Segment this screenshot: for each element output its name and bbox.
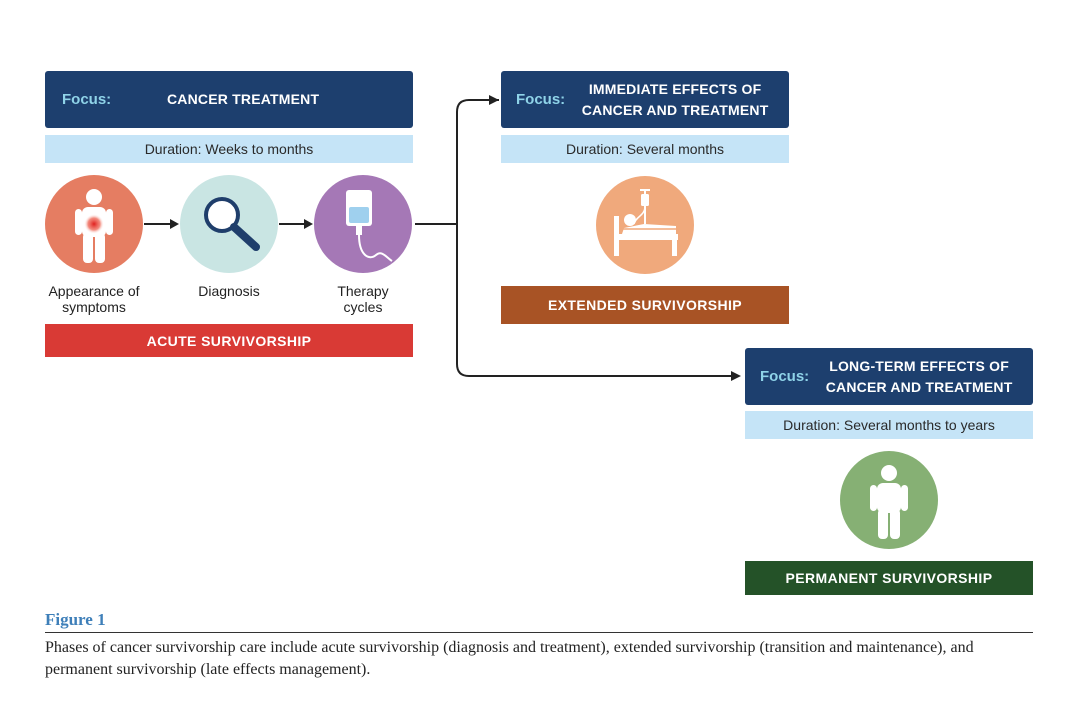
extended-focus-text: IMMEDIATE EFFECTS OF CANCER AND TREATMEN… (581, 80, 769, 118)
acute-focus-box: Focus: CANCER TREATMENT (45, 71, 413, 128)
permanent-circle (840, 451, 938, 549)
magnifier-icon (204, 197, 260, 251)
extended-survivorship-band: EXTENDED SURVIVORSHIP (501, 286, 789, 324)
caption-divider (45, 632, 1033, 633)
extended-duration: Duration: Several months (501, 135, 789, 163)
symptoms-label: Appearance of symptoms (48, 283, 140, 315)
permanent-focus-text: LONG-TERM EFFECTS OF CANCER AND TREATMEN… (825, 357, 1013, 395)
diagnosis-label: Diagnosis (198, 283, 260, 299)
diagnosis-circle (180, 175, 278, 273)
acute-focus-label: Focus: (62, 91, 112, 108)
figure-title: Figure 1 (45, 610, 106, 629)
permanent-focus-label: Focus: (760, 368, 810, 385)
arrow-symptoms-diagnosis (144, 219, 179, 229)
acute-duration: Duration: Weeks to months (45, 135, 413, 163)
therapy-circle (314, 175, 412, 273)
extended-focus-label: Focus: (516, 91, 566, 108)
figure-caption: Phases of cancer survivorship care inclu… (45, 639, 974, 678)
person-icon (870, 465, 908, 539)
extended-circle (596, 176, 694, 274)
arrow-diagnosis-therapy (279, 219, 313, 229)
acute-survivorship-band: ACUTE SURVIVORSHIP (45, 324, 413, 357)
symptoms-circle (45, 175, 143, 273)
permanent-duration: Duration: Several months to years (745, 411, 1033, 439)
permanent-focus-box: Focus: LONG-TERM EFFECTS OF CANCER AND T… (745, 348, 1033, 405)
permanent-survivorship-band: PERMANENT SURVIVORSHIP (745, 561, 1033, 595)
hospital-bed-icon (614, 189, 678, 256)
extended-focus-box: Focus: IMMEDIATE EFFECTS OF CANCER AND T… (501, 71, 789, 128)
person-icon (75, 189, 113, 263)
phase-connector-arrows (415, 95, 741, 381)
iv-bag-icon (346, 190, 393, 262)
acute-focus-text: CANCER TREATMENT (166, 91, 320, 107)
therapy-label: Therapy cycles (337, 283, 389, 315)
